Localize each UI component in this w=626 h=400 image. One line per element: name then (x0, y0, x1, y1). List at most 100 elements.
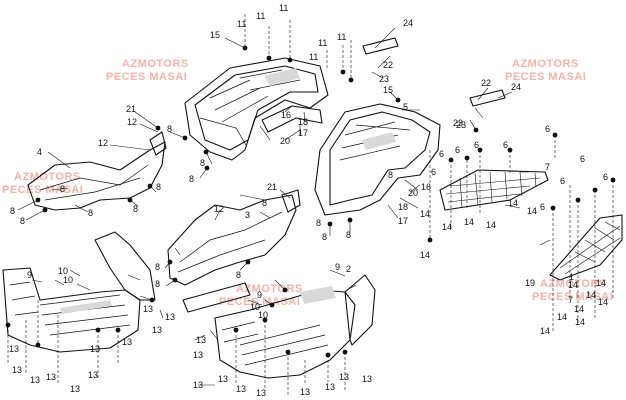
callout-label: 14 (420, 250, 430, 260)
bolt-icon (325, 352, 331, 358)
callout-label: 8 (60, 184, 65, 194)
callout-label: 14 (527, 206, 537, 216)
bolt-icon (35, 342, 41, 348)
callout-label: 13 (300, 387, 310, 397)
bolt-icon (348, 77, 354, 83)
callout-label: 16 (421, 182, 431, 192)
bolt-icon (395, 97, 401, 103)
callout-label: 6 (603, 172, 608, 182)
callout-label: 8 (155, 279, 160, 289)
bolt-icon (550, 205, 556, 211)
callout-label: 9 (335, 262, 340, 272)
callout-label: 18 (398, 202, 408, 212)
callout-label: 13 (218, 374, 228, 384)
callout-label: 11 (337, 32, 346, 42)
callout-label: 5 (403, 102, 408, 112)
callout-label: 8 (346, 230, 351, 240)
callout-label: 11 (309, 52, 318, 62)
rear-mesh-panel (549, 214, 623, 281)
callout-label: 13 (122, 337, 132, 347)
callout-label: 8 (388, 170, 393, 180)
callout-label: 23 (379, 74, 389, 84)
callout-label: 11 (237, 19, 246, 29)
callout-label: 6 (580, 154, 585, 164)
bolt-icon (266, 55, 272, 61)
callout-label: 13 (196, 335, 206, 345)
callout-label: 20 (280, 136, 290, 146)
bolt-icon (592, 187, 598, 193)
callout-label: 8 (88, 208, 93, 218)
callout-label: 10 (58, 266, 68, 276)
callout-label: 6 (503, 140, 508, 150)
callout-label: 20 (408, 188, 418, 198)
callout-label: 11 (318, 38, 327, 48)
bolt-icon (285, 349, 291, 355)
callout-label: 8 (155, 262, 160, 272)
callout-label: 6 (431, 167, 436, 177)
callout-label: 12 (127, 117, 137, 127)
callout-label: 13 (256, 388, 266, 398)
bolt-icon (5, 322, 11, 328)
callout-label: 14 (486, 220, 496, 230)
bolt-icon (204, 165, 210, 171)
bolt-icon (327, 221, 333, 227)
callout-label: 22 (481, 78, 491, 88)
callout-label: 15 (383, 85, 393, 95)
callout-label: 23 (456, 120, 466, 130)
bolt-icon (182, 135, 188, 141)
mounting-brackets (362, 37, 506, 107)
callout-label: 8 (133, 204, 138, 214)
bolt-icon (115, 327, 121, 333)
callout-label: 2 (346, 264, 351, 274)
bolt-icon (282, 287, 288, 293)
bolt-icon (427, 237, 433, 243)
bolt-icon (95, 327, 101, 333)
callout-label: 14 (540, 326, 550, 336)
callout-label: 14 (442, 222, 452, 232)
watermark-line: AZMOTORS (122, 58, 189, 70)
callout-label: 8 (167, 124, 172, 134)
leader-lines (7, 14, 614, 395)
callout-label: 23 (453, 118, 463, 128)
callout-label: 14 (596, 278, 606, 288)
callout-label: 14 (557, 312, 567, 322)
callout-label: 17 (298, 128, 308, 138)
callout-label: 13 (9, 344, 19, 354)
bolt-icon (262, 317, 268, 323)
callout-label: 14 (598, 297, 608, 307)
bolt-icon (473, 127, 479, 133)
bolt-icon (552, 132, 558, 138)
bolt-icon (610, 177, 616, 183)
bolt-icon (42, 207, 48, 213)
callout-label: 13 (12, 365, 22, 375)
watermark-line: AZMOTORS (14, 171, 81, 183)
front-fender (314, 103, 441, 216)
callout-label: 24 (403, 18, 413, 28)
callout-label: 11 (256, 11, 265, 21)
callout-label: 8 (156, 182, 161, 192)
callout-label: 13 (88, 370, 98, 380)
callout-label: 21 (267, 182, 277, 192)
callout-label: 13 (30, 375, 40, 385)
watermark-line: PECES MASAI (505, 71, 586, 83)
left-footrest (2, 231, 156, 353)
bolt-icon (347, 217, 353, 223)
mud-flap (182, 282, 251, 313)
callout-label: 7 (545, 162, 550, 172)
callout-label: 14 (420, 209, 430, 219)
callout-label: 8 (200, 158, 205, 168)
callout-label: 13 (90, 344, 100, 354)
bolt-icon (269, 302, 275, 308)
callout-label: 13 (46, 372, 56, 382)
callout-label: 13 (193, 350, 203, 360)
callout-label: 14 (574, 304, 584, 314)
callout-label: 12 (214, 204, 224, 214)
callout-label: 8 (20, 216, 25, 226)
callout-label: 6 (560, 176, 565, 186)
watermark-line: PECES MASAI (219, 296, 300, 308)
callout-label: 8 (10, 206, 15, 216)
callout-label: 8 (262, 198, 267, 208)
front-mesh-panel (439, 169, 549, 211)
rear-fender (184, 57, 329, 161)
callout-label: 6 (439, 149, 444, 159)
